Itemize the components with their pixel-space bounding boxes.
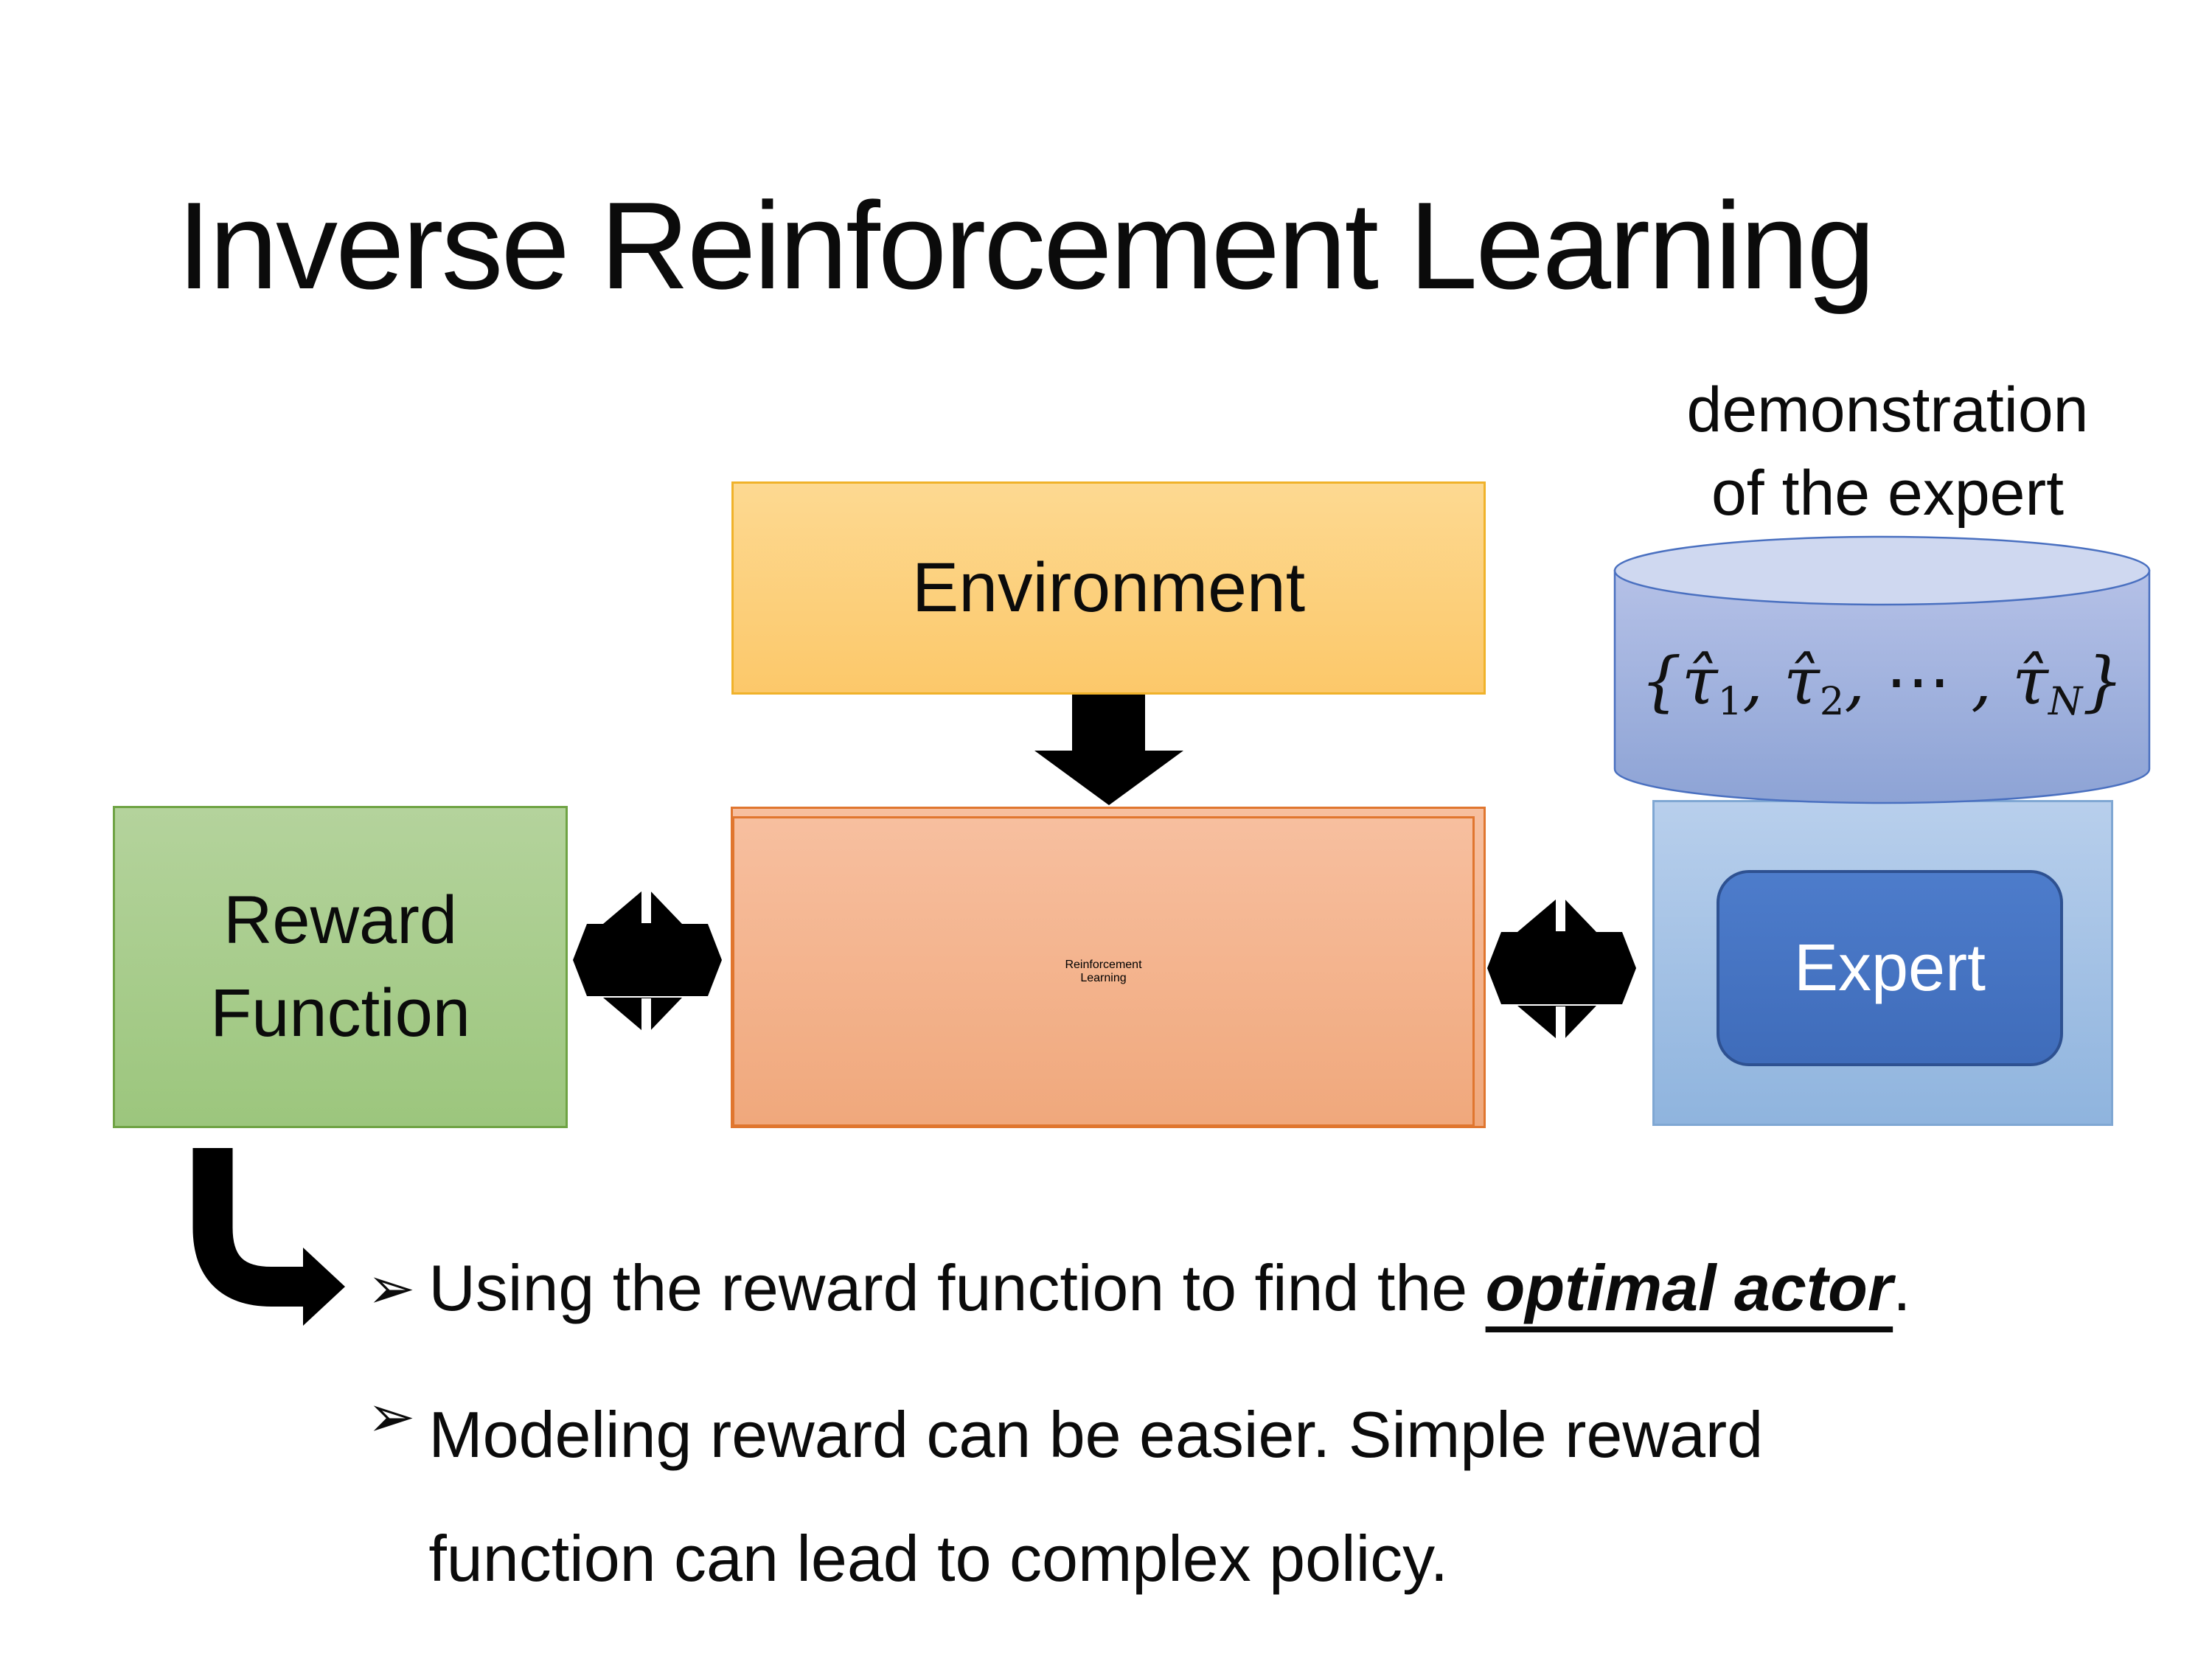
expert-label: Expert	[1793, 931, 1986, 1005]
rl-label-line: Learning	[1080, 971, 1127, 984]
bullet-2-text: Modeling reward can be easier. Simple re…	[428, 1373, 1763, 1621]
demonstration-caption: demonstration of the expert	[1607, 369, 2168, 535]
reinforcement-learning-box: Reinforcement Learning	[731, 807, 1486, 1128]
reward-function-box: Reward Function	[113, 806, 568, 1128]
bullet-2-line: function can lead to complex policy.	[428, 1522, 1449, 1595]
bullet-marker-icon: ➢	[367, 1256, 416, 1322]
bent-arrow-icon	[192, 1148, 345, 1326]
caption-line: of the expert	[1711, 458, 2065, 529]
caption-line: demonstration	[1686, 375, 2089, 445]
bullet-2-line: Modeling reward can be easier. Simple re…	[428, 1398, 1764, 1471]
emphasis-optimal-actor: optimal actor	[1485, 1251, 1893, 1324]
bullet-1-text: Using the reward function to find the op…	[428, 1251, 1911, 1324]
reward-label-line: Function	[210, 975, 470, 1051]
expert-panel: Expert	[1652, 800, 2113, 1126]
bullet-item-2: ➢ Modeling reward can be easier. Simple …	[367, 1373, 1763, 1621]
double-arrow-icon-left	[573, 887, 722, 1034]
environment-label: Environment	[911, 548, 1306, 627]
down-arrow-icon	[1034, 695, 1183, 805]
environment-box: Environment	[731, 481, 1486, 695]
rl-label-line: Reinforcement	[1065, 958, 1142, 971]
trajectory-set-formula: {τ̂1, τ̂2, ⋯ , τ̂N}	[1640, 643, 2124, 724]
database-cylinder-icon	[1613, 535, 2151, 804]
double-arrow-icon-right	[1487, 895, 1636, 1043]
slide-title: Inverse Reinforcement Learning	[177, 176, 1876, 315]
expert-box: Expert	[1717, 870, 2063, 1066]
reinforcement-learning-box-front: Reinforcement Learning	[732, 816, 1475, 1127]
bullet-marker-icon: ➢	[367, 1384, 416, 1450]
bullet-item-1: ➢ Using the reward function to find the …	[367, 1245, 1911, 1332]
reward-label-line: Reward	[223, 883, 457, 959]
